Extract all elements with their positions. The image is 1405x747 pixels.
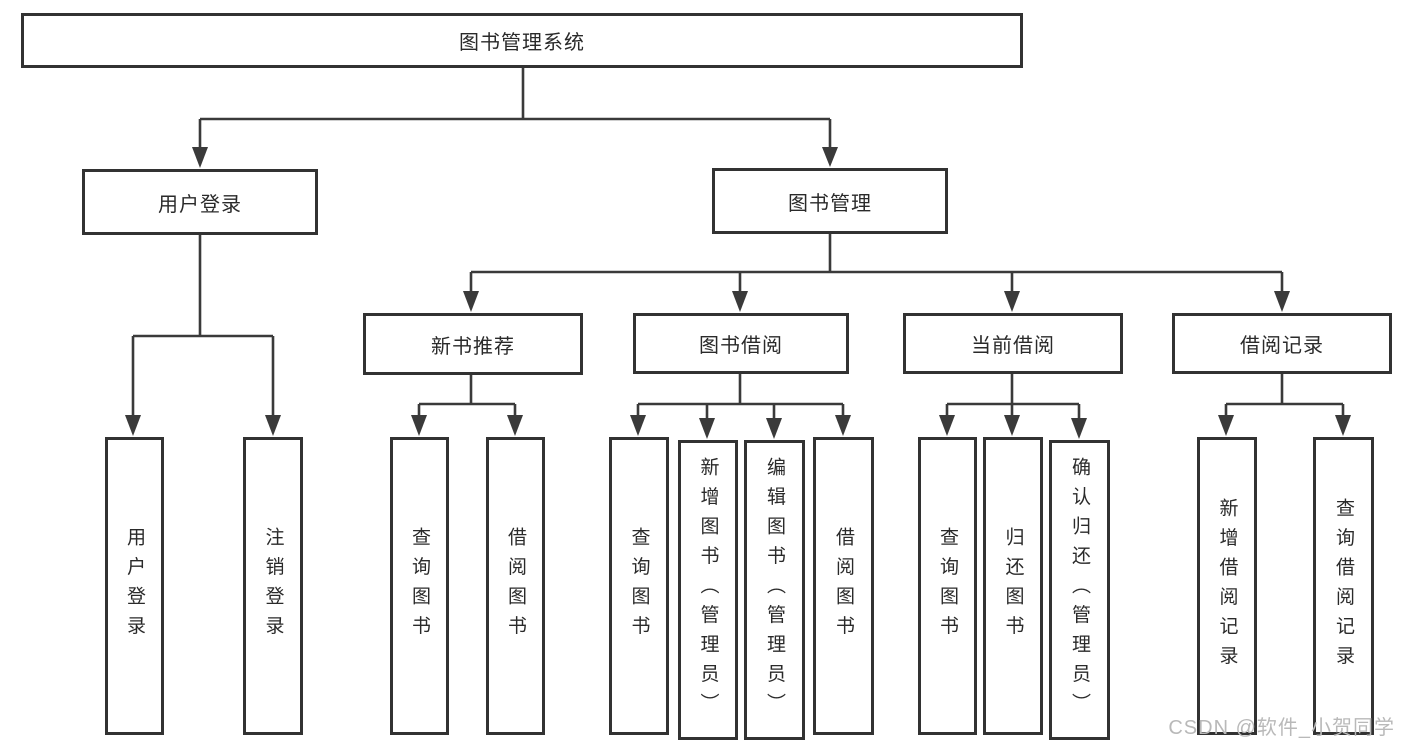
- arrow-down-icon: [822, 147, 838, 167]
- leaf-bb-edit-books-admin-label: 编辑图书（管理员）: [764, 457, 785, 723]
- leaf-cb-return-books: 归还图书: [983, 437, 1043, 735]
- leaf-logout: 注销登录: [243, 437, 303, 735]
- arrow-down-icon: [265, 415, 281, 436]
- arrow-down-icon: [630, 415, 646, 436]
- arrow-down-icon: [192, 147, 208, 168]
- node-current-borrow-label: 当前借阅: [971, 335, 1055, 357]
- leaf-br-add-record-label: 新增借阅记录: [1216, 497, 1238, 675]
- leaf-user-login-label: 用户登录: [124, 527, 145, 645]
- leaf-cb-confirm-return-admin: 确认归还（管理员）: [1049, 440, 1110, 740]
- arrow-down-icon: [699, 418, 715, 439]
- leaf-br-query-record-label: 查询借阅记录: [1333, 497, 1354, 675]
- arrow-down-icon: [1004, 415, 1020, 436]
- arrow-down-icon: [766, 418, 782, 439]
- leaf-cb-return-books-label: 归还图书: [1002, 527, 1024, 645]
- arrow-down-icon: [507, 415, 523, 436]
- leaf-nb-query-books-label: 查询图书: [409, 527, 430, 645]
- arrow-down-icon: [835, 415, 851, 436]
- node-root-label: 图书管理系统: [459, 32, 585, 54]
- node-current-borrow: 当前借阅: [903, 313, 1123, 374]
- node-book-borrow-label: 图书借阅: [699, 335, 783, 357]
- leaf-user-login: 用户登录: [105, 437, 164, 735]
- leaf-br-add-record: 新增借阅记录: [1197, 437, 1257, 735]
- leaf-cb-query-books: 查询图书: [918, 437, 977, 735]
- arrow-down-icon: [463, 291, 479, 312]
- arrow-down-icon: [1004, 291, 1020, 312]
- arrow-down-icon: [1071, 418, 1087, 439]
- node-user-login-label: 用户登录: [158, 193, 242, 216]
- leaf-bb-add-books-admin: 新增图书（管理员）: [678, 440, 738, 740]
- leaf-nb-query-books: 查询图书: [390, 437, 449, 735]
- node-new-book-recommend-label: 新书推荐: [431, 335, 515, 358]
- arrowheads: [125, 147, 1351, 439]
- node-book-management-label: 图书管理: [788, 192, 872, 215]
- arrow-down-icon: [125, 415, 141, 436]
- leaf-bb-borrow-books: 借阅图书: [813, 437, 874, 735]
- leaf-cb-confirm-return-admin-label: 确认归还（管理员）: [1069, 457, 1090, 723]
- leaf-nb-borrow-books-label: 借阅图书: [505, 527, 526, 645]
- leaf-nb-borrow-books: 借阅图书: [486, 437, 545, 735]
- node-user-login: 用户登录: [82, 169, 318, 235]
- arrow-down-icon: [939, 415, 955, 436]
- leaf-bb-borrow-books-label: 借阅图书: [833, 527, 854, 645]
- node-book-borrow: 图书借阅: [633, 313, 849, 374]
- leaf-bb-query-books-label: 查询图书: [628, 527, 650, 645]
- arrow-down-icon: [411, 415, 427, 436]
- node-book-management: 图书管理: [712, 168, 948, 234]
- leaf-br-query-record: 查询借阅记录: [1313, 437, 1374, 735]
- arrow-down-icon: [1274, 291, 1290, 312]
- leaf-logout-label: 注销登录: [262, 527, 284, 645]
- csdn-watermark: CSDN @软件_小贺同学: [1168, 717, 1395, 739]
- arrow-down-icon: [732, 291, 748, 312]
- arrow-down-icon: [1335, 415, 1351, 436]
- leaf-cb-query-books-label: 查询图书: [937, 527, 958, 645]
- leaf-bb-query-books: 查询图书: [609, 437, 669, 735]
- arrow-down-icon: [1218, 415, 1234, 436]
- node-new-book-recommend: 新书推荐: [363, 313, 583, 375]
- connector-paths: [131, 68, 1345, 421]
- node-root: 图书管理系统: [21, 13, 1023, 68]
- leaf-bb-add-books-admin-label: 新增图书（管理员）: [697, 457, 719, 723]
- node-borrow-records: 借阅记录: [1172, 313, 1392, 374]
- leaf-bb-edit-books-admin: 编辑图书（管理员）: [744, 440, 805, 740]
- node-borrow-records-label: 借阅记录: [1240, 335, 1324, 357]
